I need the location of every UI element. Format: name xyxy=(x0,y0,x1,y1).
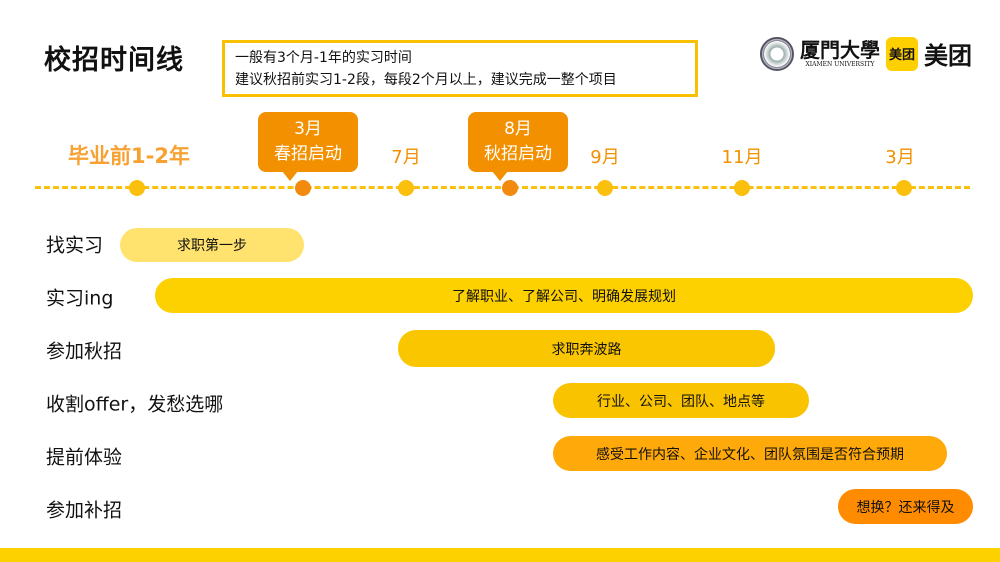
note-box: 一般有3个月-1年的实习时间 建议秋招前实习1-2段，每段2个月以上，建议完成一… xyxy=(222,40,698,97)
callout-event: 春招启动 xyxy=(274,144,342,164)
page-title: 校招时间线 xyxy=(44,45,184,76)
timeline-bar: 了解职业、了解公司、明确发展规划 xyxy=(155,278,973,313)
note-line-2: 建议秋招前实习1-2段，每段2个月以上，建议完成一整个项目 xyxy=(235,72,617,88)
timeline-bar: 求职第一步 xyxy=(120,228,304,262)
row-label: 参加秋招 xyxy=(46,340,123,363)
xmu-logo: 厦門大學 XIAMEN UNIVERSITY xyxy=(800,39,880,68)
callout-spring-recruit: 3月 春招启动 xyxy=(258,112,358,181)
bottom-accent-bar xyxy=(0,548,1000,562)
timeline-bar: 行业、公司、团队、地点等 xyxy=(553,383,809,418)
month-label: 3月 xyxy=(885,147,915,168)
callout-month: 3月 xyxy=(294,119,322,139)
row-label: 参加补招 xyxy=(46,499,123,522)
callout-autumn-recruit: 8月 秋招启动 xyxy=(468,112,568,181)
timeline-dot xyxy=(896,180,912,196)
row-label: 提前体验 xyxy=(46,446,123,469)
note-line-1: 一般有3个月-1年的实习时间 xyxy=(235,50,412,66)
xmu-seal-icon xyxy=(760,36,794,71)
logos: 厦門大學 XIAMEN UNIVERSITY 美团 美团 xyxy=(760,36,972,71)
timeline-dot xyxy=(502,180,518,196)
xmu-name-en: XIAMEN UNIVERSITY xyxy=(805,61,875,68)
timeline-dot xyxy=(295,180,311,196)
month-label: 11月 xyxy=(721,147,763,168)
row-label: 收割offer，发愁选哪 xyxy=(46,393,224,416)
timeline-bar: 求职奔波路 xyxy=(398,330,775,367)
row-label: 找实习 xyxy=(46,234,104,257)
timeline-bar: 感受工作内容、企业文化、团队氛围是否符合预期 xyxy=(553,436,947,471)
timeline-dot xyxy=(597,180,613,196)
row-label: 实习ing xyxy=(46,287,114,310)
month-label: 7月 xyxy=(391,147,421,168)
meituan-badge: 美团 xyxy=(886,36,918,71)
callout-month: 8月 xyxy=(504,119,532,139)
month-label: 9月 xyxy=(590,147,620,168)
timeline-dot xyxy=(398,180,414,196)
meituan-wordmark: 美团 xyxy=(924,42,972,70)
callout-event: 秋招启动 xyxy=(484,144,552,164)
xmu-name-cn: 厦門大學 xyxy=(800,38,880,62)
timeline-bar: 想换？还来得及 xyxy=(838,489,973,524)
pre-graduation-label: 毕业前1-2年 xyxy=(68,144,190,168)
timeline-dot xyxy=(734,180,750,196)
timeline-dot xyxy=(129,180,145,196)
